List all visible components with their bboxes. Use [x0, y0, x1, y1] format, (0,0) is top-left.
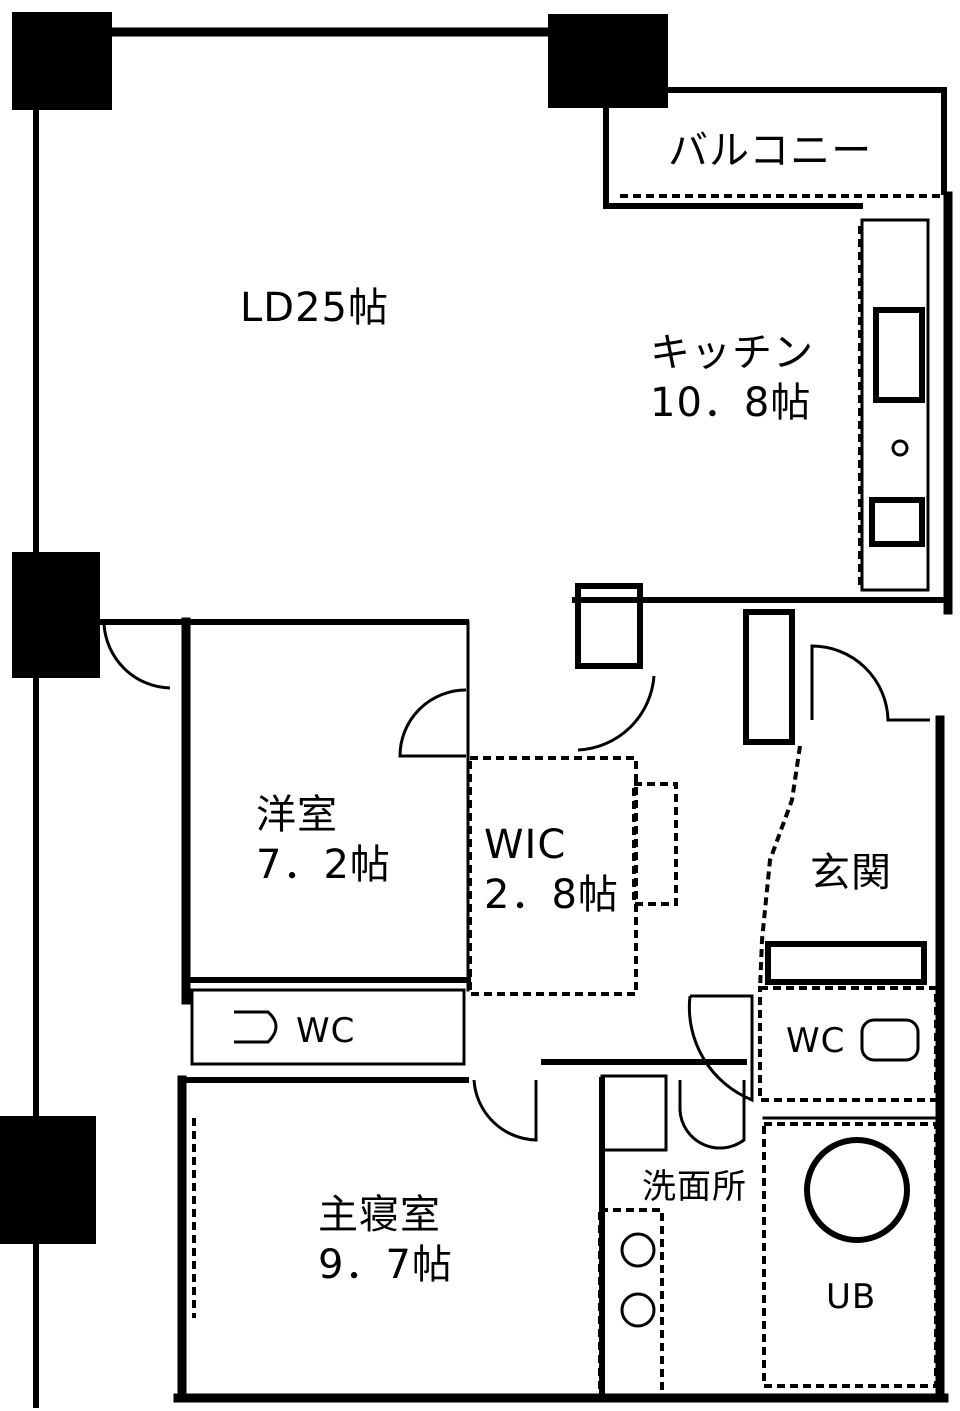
- kitchen-drain: [891, 439, 909, 457]
- washroom-basin-1: [620, 1232, 656, 1268]
- door-western-room: [398, 688, 467, 758]
- door-entrance-arc: [810, 644, 930, 722]
- room-label-washroom: 洗面所: [642, 1166, 747, 1209]
- unit-bath-tub: [804, 1137, 910, 1243]
- column-left-mid: [12, 552, 100, 678]
- room-name: LD25帖: [240, 285, 389, 331]
- entrance-shoe-shelf: [765, 941, 927, 985]
- room-name: 主寝室: [318, 1192, 441, 1238]
- room-size: 10．8帖: [650, 380, 812, 426]
- room-name: WIC: [484, 822, 567, 868]
- room-label-unit-bath: UB: [826, 1276, 876, 1319]
- room-label-wic: WIC 2．8帖: [484, 820, 619, 920]
- room-label-wc-left: WC: [296, 1010, 355, 1053]
- room-name: 玄関: [810, 850, 892, 896]
- door-ld-balcony-arc: [102, 623, 171, 690]
- door-bedroom-arc: [472, 1079, 538, 1142]
- column-top-left: [12, 12, 112, 110]
- wic-outline: [468, 756, 638, 996]
- wc-right-toilet: [860, 1018, 920, 1062]
- kitchen-counter: [860, 218, 930, 592]
- room-name: WC: [786, 1021, 846, 1061]
- door-washroom-arc: [678, 1080, 746, 1150]
- room-label-kitchen: キッチン 10．8帖: [650, 328, 814, 428]
- room-name: キッチン: [650, 330, 814, 376]
- wc-right-outline: [758, 986, 938, 1102]
- room-name: 洋室: [256, 792, 338, 838]
- door-closet-arc: [577, 675, 656, 752]
- balcony-outline: [603, 87, 947, 209]
- room-label-western-room: 洋室 7．2帖: [256, 790, 391, 890]
- wc-left-toilet: [234, 1010, 278, 1044]
- kitchen-sink: [873, 307, 925, 403]
- room-name: 洗面所: [642, 1167, 747, 1207]
- room-label-wc-right: WC: [786, 1020, 845, 1063]
- room-name: UB: [826, 1277, 877, 1317]
- column-top-mid: [548, 14, 668, 108]
- unit-bath-outline: [762, 1122, 938, 1388]
- room-name: WC: [296, 1011, 356, 1051]
- column-left-bottom: [0, 1116, 96, 1244]
- room-size: 7．2帖: [256, 842, 391, 888]
- shoe-cabinet-top: [743, 609, 795, 745]
- room-size: 9．7帖: [318, 1242, 453, 1288]
- closet-top-left: [575, 583, 643, 669]
- room-label-ld: LD25帖: [240, 283, 389, 333]
- room-label-master-bedroom: 主寝室 9．7帖: [318, 1190, 453, 1290]
- kitchen-stove: [869, 497, 925, 547]
- wc-left-outline: [190, 988, 466, 1066]
- door-wc-right: [687, 994, 754, 1103]
- room-size: 2．8帖: [484, 872, 619, 918]
- washroom-cabinet: [600, 1074, 668, 1152]
- room-name: バルコニー: [668, 128, 873, 174]
- room-label-balcony: バルコニー: [668, 126, 872, 176]
- wic-shelf: [632, 782, 678, 906]
- entrance-step: [758, 745, 802, 991]
- room-label-entrance: 玄関: [810, 848, 892, 898]
- washroom-basin-2: [620, 1292, 656, 1328]
